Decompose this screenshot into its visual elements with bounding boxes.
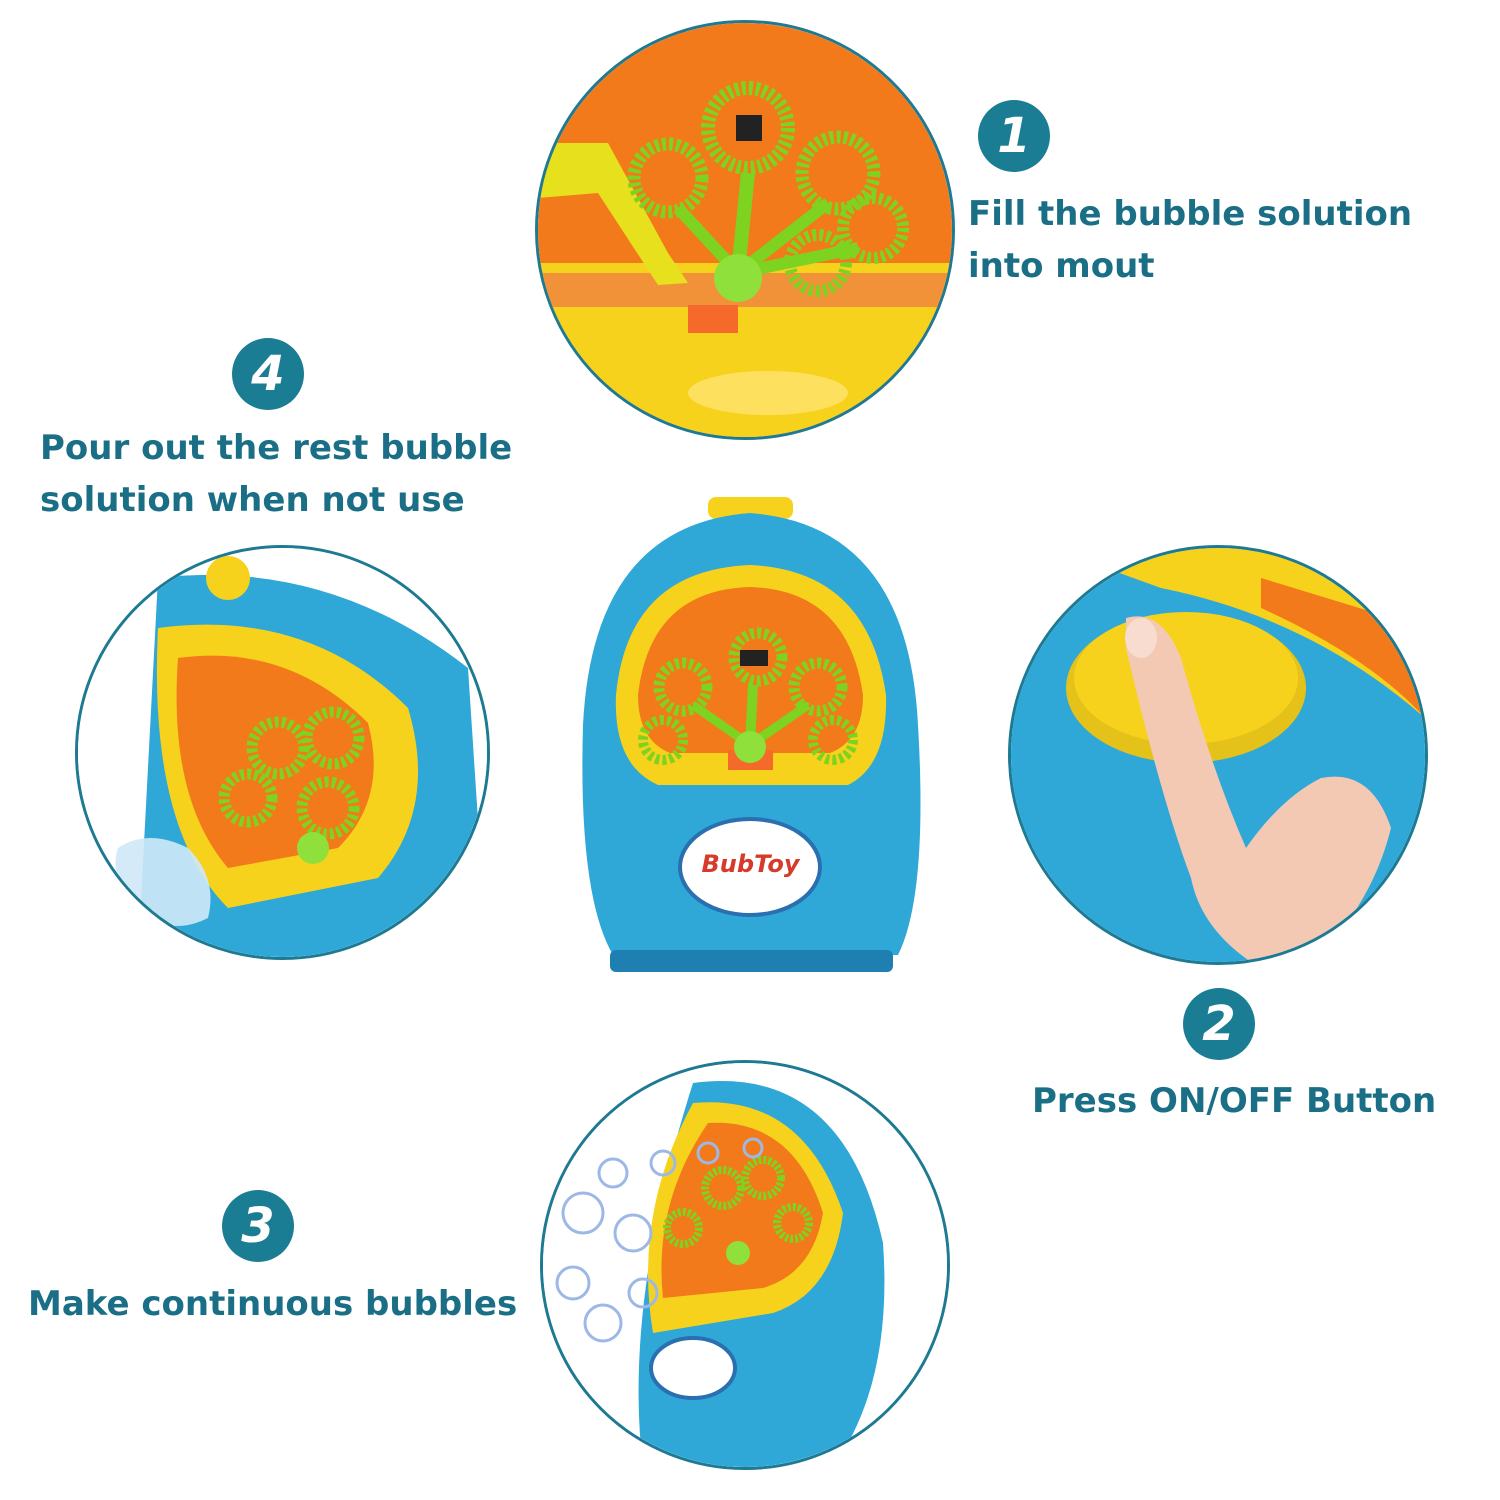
product-image: BubToy <box>568 495 933 995</box>
step-4-photo <box>75 545 490 960</box>
press-button-illustration <box>1011 548 1425 962</box>
step-2-photo <box>1008 545 1428 965</box>
step-1-badge: 1 <box>978 100 1050 172</box>
step-2-text: Press ON/OFF Button <box>1032 1075 1436 1127</box>
step-4-badge: 4 <box>232 338 304 410</box>
bubble-machine-illustration <box>582 497 921 972</box>
product-logo: BubToy <box>701 850 800 878</box>
step-1-photo <box>535 20 955 440</box>
step-4-line-2: solution when not use <box>40 480 465 520</box>
step-3-badge: 3 <box>222 1190 294 1262</box>
step-3-photo <box>540 1060 950 1470</box>
bubbles-illustration <box>543 1063 947 1467</box>
step-4-text: Pour out the rest bubble solution when n… <box>40 422 512 526</box>
step-3-line-1: Make continuous bubbles <box>28 1284 518 1324</box>
step-1-line-1: Fill the bubble solution <box>968 194 1413 234</box>
step-1-text: Fill the bubble solution into mout <box>968 188 1412 292</box>
step-1-line-2: into mout <box>968 246 1155 286</box>
step-2-line-1: Press ON/OFF Button <box>1032 1081 1437 1121</box>
pour-out-illustration <box>78 548 487 957</box>
step-2-badge: 2 <box>1183 988 1255 1060</box>
step-4-line-1: Pour out the rest bubble <box>40 428 513 468</box>
funnel-fill-illustration <box>538 23 952 437</box>
step-3-text: Make continuous bubbles <box>28 1278 517 1330</box>
